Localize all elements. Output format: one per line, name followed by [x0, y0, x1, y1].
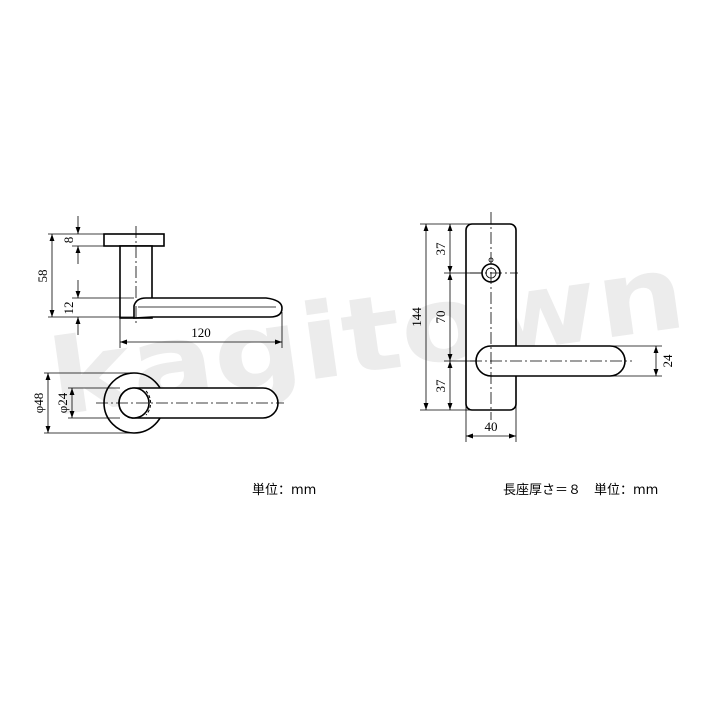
lever-top-dimensions: φ48 φ24	[31, 372, 134, 434]
dim-37-top-label: 37	[433, 242, 448, 256]
lever-side-dimensions: 58 8 12 120	[35, 216, 283, 348]
dim-8-label: 8	[61, 237, 76, 244]
right-plate-note: 長座厚さ＝８ 単位：mm	[503, 482, 658, 498]
dim-40-label: 40	[485, 419, 498, 434]
dim-12-label: 12	[61, 302, 76, 315]
dim-phi48-label: φ48	[31, 393, 46, 414]
left-unit-note: 単位：mm	[252, 482, 316, 498]
neck-hidden-arc	[145, 390, 152, 416]
dim-58-label: 58	[35, 270, 50, 283]
dim-24-label: 24	[660, 354, 675, 368]
lever-arm-outline	[133, 297, 283, 319]
dim-70-label: 70	[433, 311, 448, 324]
rose-outline	[103, 233, 165, 247]
plate-dimensions: 144 37 70 37 24 40	[409, 223, 675, 442]
lever-side-view	[103, 226, 283, 326]
dim-120-label: 120	[191, 325, 211, 340]
plate-front-view	[465, 212, 632, 420]
lever-top-view	[96, 372, 284, 434]
dim-144-label: 144	[409, 307, 424, 327]
dim-37-bottom-label: 37	[433, 379, 448, 393]
dim-phi24-label: φ24	[55, 392, 70, 413]
